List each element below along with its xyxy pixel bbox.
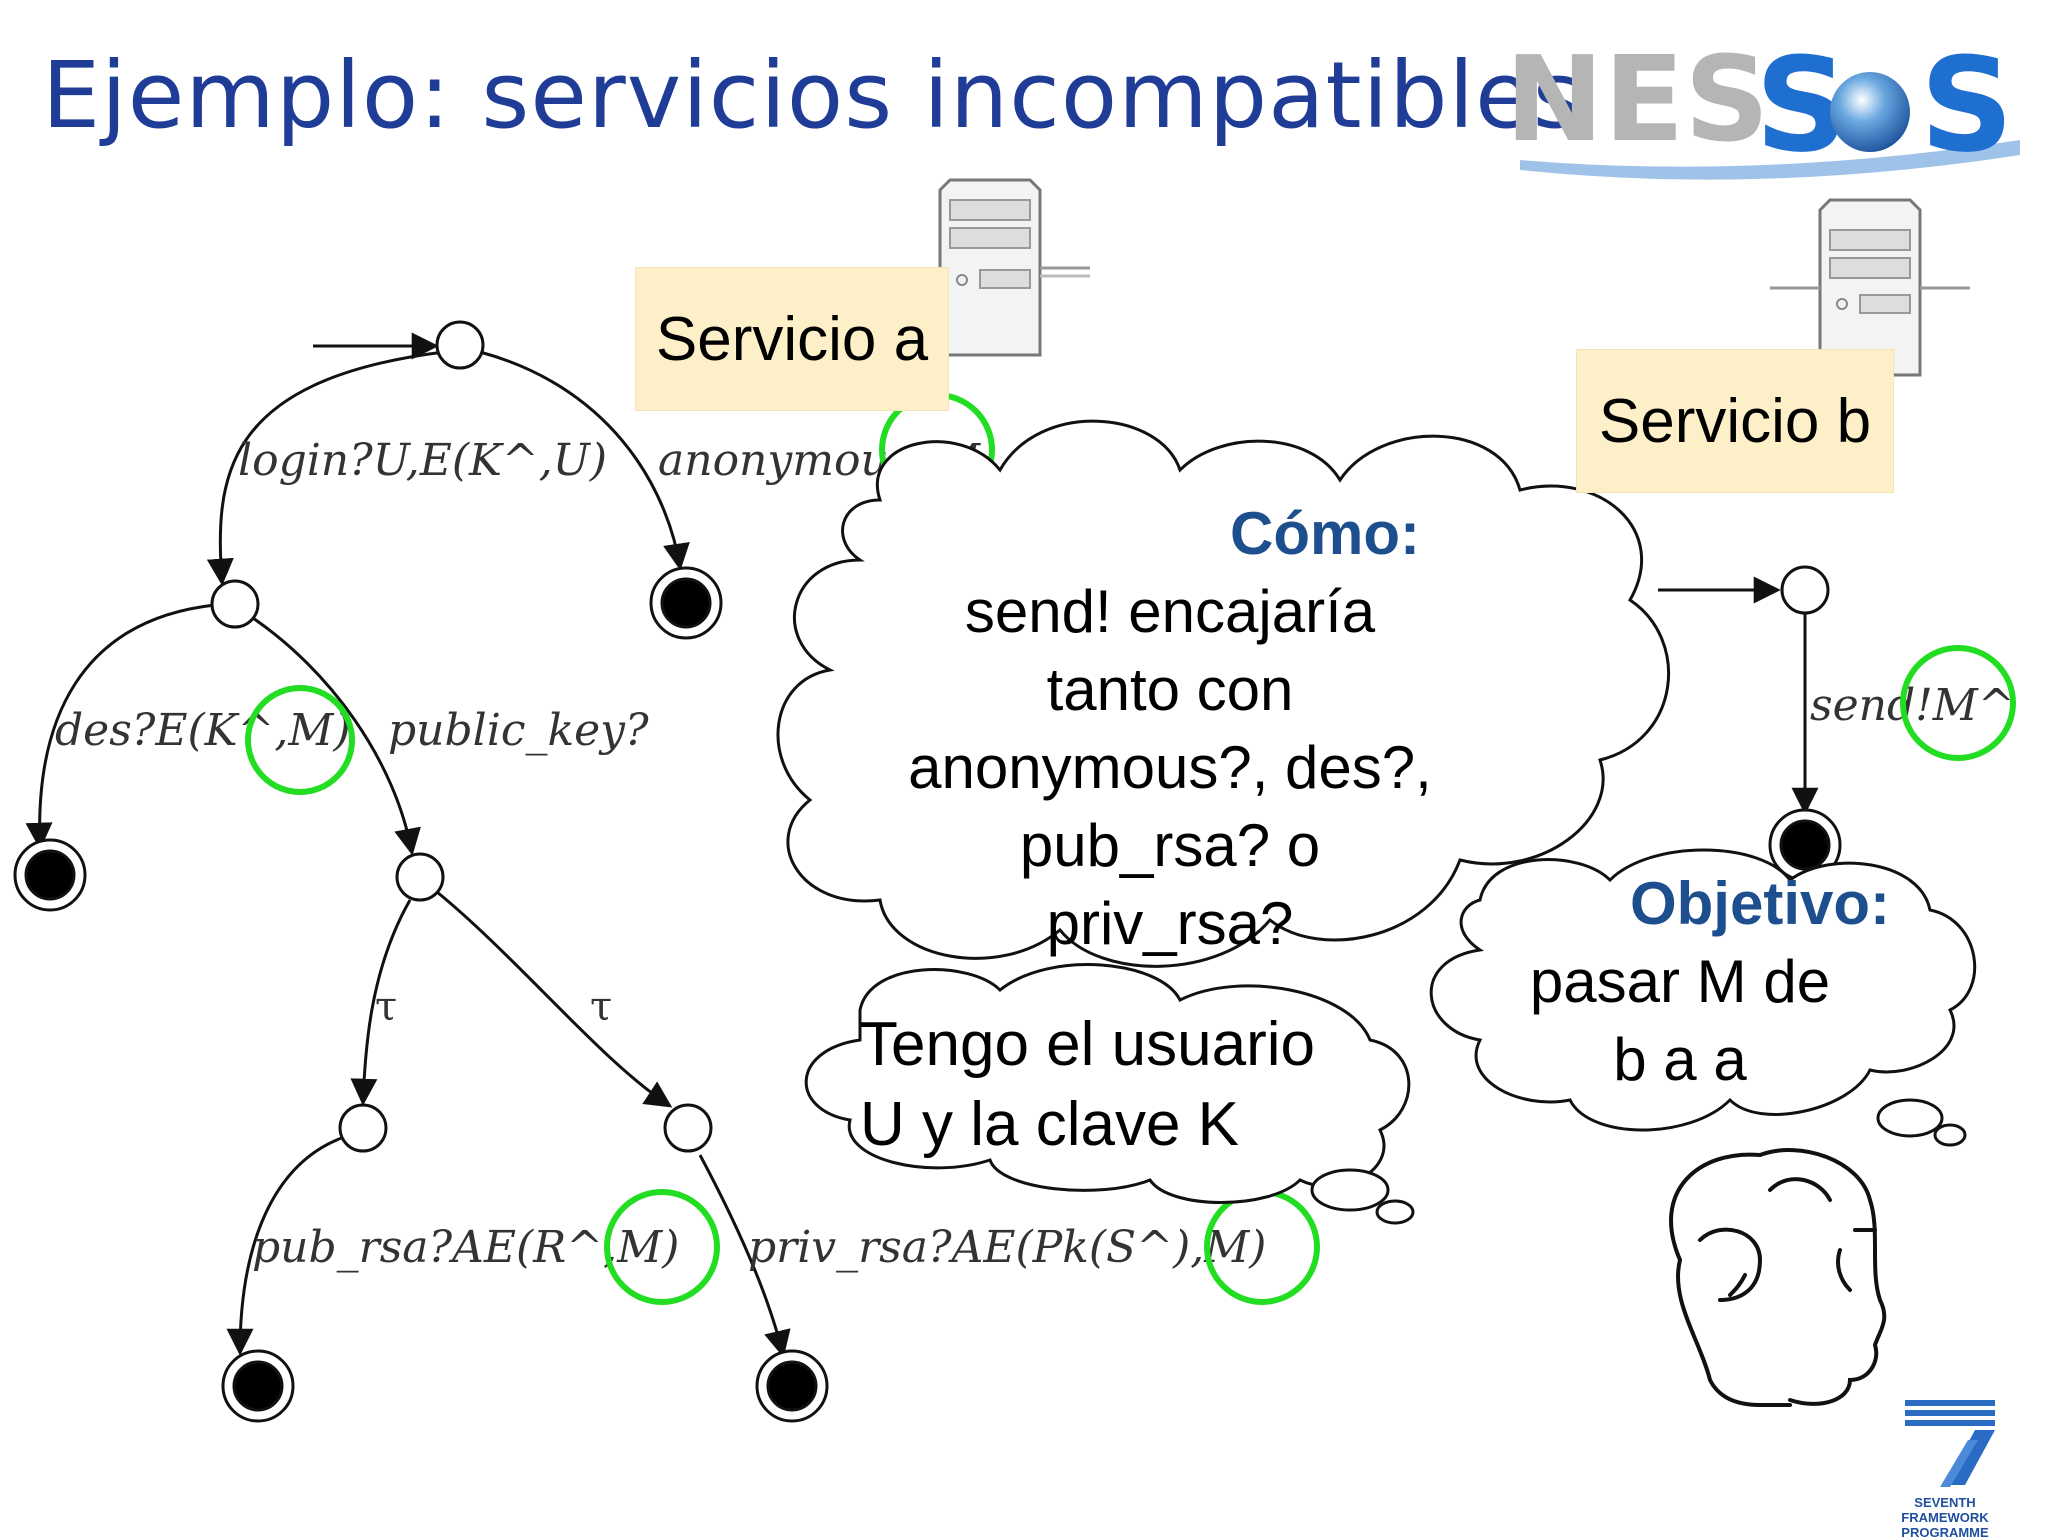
thought-como-line: send! encajaría: [964, 578, 1376, 645]
thought-como-line: pub_rsa? o: [1019, 812, 1321, 879]
thought-como-text: Cómo: send! encajaría tanto con anonymou…: [860, 495, 1480, 963]
thought-como-line: anonymous?, des?,: [908, 734, 1432, 801]
thought-objetivo-line: b a a: [1613, 1026, 1747, 1093]
fp7-line2: PROGRAMME: [1901, 1525, 1989, 1540]
label-tau-left: τ: [375, 984, 397, 1030]
globe-icon: [1830, 72, 1910, 152]
nessos-logo-text: NES: [1505, 30, 1769, 168]
server-icon: [938, 178, 1090, 357]
service-b-note: Servicio b: [1577, 350, 1893, 492]
thought-objetivo-line: pasar M de: [1529, 948, 1831, 1015]
service-a-note: Servicio a: [636, 268, 948, 410]
label-send: send!M^: [1810, 680, 2015, 731]
thought-tengo-line: U y la clave K: [860, 1090, 1240, 1159]
thought-como-line: tanto con: [1046, 656, 1294, 723]
label-priv-rsa: priv_rsa?AE(Pk(S^),M): [748, 1222, 1266, 1273]
nessos-logo-s2: S: [1920, 29, 2014, 180]
label-public-key: public_key?: [388, 705, 649, 756]
thought-tengo-line: Tengo el usuario: [860, 1010, 1315, 1079]
label-tau-right: τ: [590, 984, 612, 1030]
thought-tengo-text: Tengo el usuario U y la clave K: [860, 1005, 1380, 1165]
fp7-line1: SEVENTH FRAMEWORK: [1901, 1495, 1989, 1525]
final-state-node: [13, 566, 1842, 1423]
server-icon: [1770, 198, 1970, 377]
thought-objetivo-heading: Objetivo:: [1629, 870, 1890, 937]
label-pub-rsa: pub_rsa?AE(R^,M): [252, 1222, 679, 1273]
person-sketch-icon: [1669, 1148, 1887, 1407]
fp7-logo: SEVENTH FRAMEWORK PROGRAMME: [1870, 1395, 2020, 1540]
label-des: des?E(K^,M): [55, 705, 351, 756]
label-login: login?U,E(K^,U): [238, 435, 607, 486]
slide-title: Ejemplo: servicios incompatibles: [42, 42, 1582, 149]
thought-objetivo-text: Objetivo: pasar M de b a a: [1490, 865, 1890, 1099]
state-node: [210, 320, 1830, 1153]
nessos-logo: NES S S: [1505, 29, 2020, 180]
thought-como-line: priv_rsa?: [1046, 890, 1294, 957]
thought-cloud-como: [776, 419, 1671, 968]
thought-como-heading: Cómo:: [1230, 500, 1420, 567]
fp7-logo-mark: [1905, 1400, 1995, 1487]
thought-cloud-objetivo: [1429, 848, 1977, 1132]
